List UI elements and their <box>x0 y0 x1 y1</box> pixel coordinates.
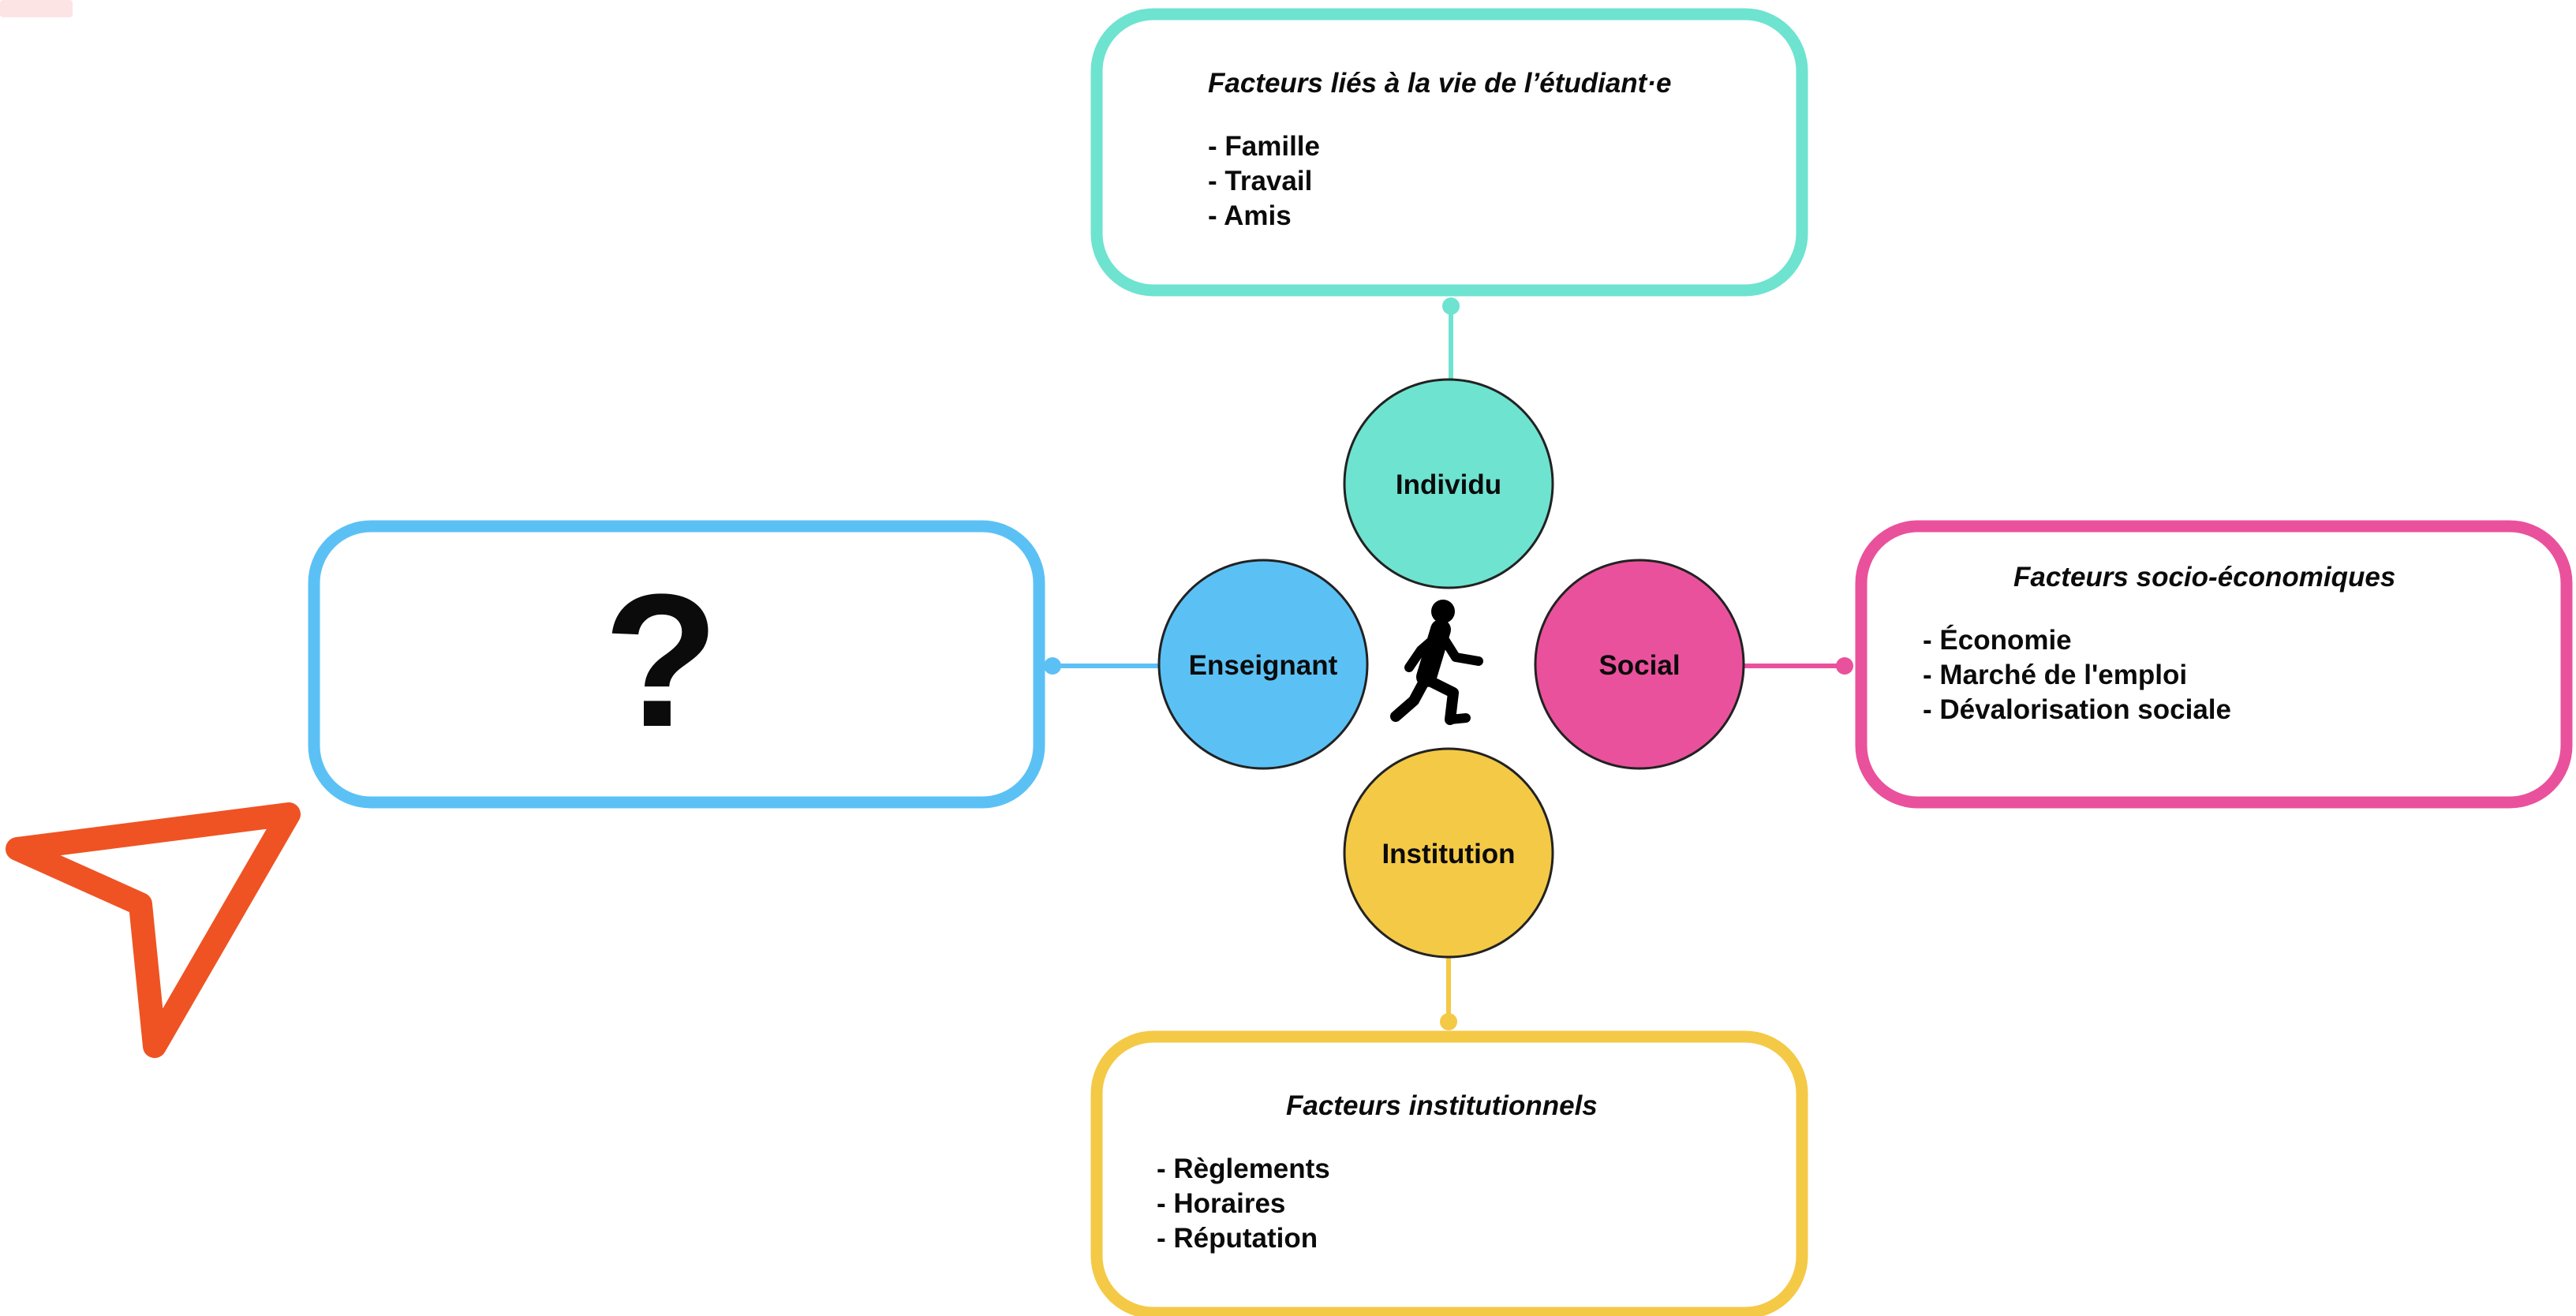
node-social-label: Social <box>1598 650 1680 681</box>
list-item: - Règlements <box>1157 1153 1330 1184</box>
box-left-frame <box>308 520 1045 809</box>
connector-top-dot <box>1442 297 1460 315</box>
box-top-heading: Facteurs liés à la vie de l’étudiant·e <box>1208 68 1672 99</box>
list-item: - Horaires <box>1157 1188 1286 1219</box>
list-item: - Économie <box>1923 625 2072 656</box>
list-item: - Marché de l'emploi <box>1923 660 2188 690</box>
question-mark: ? <box>604 555 720 766</box>
list-item: - Famille <box>1208 131 1320 162</box>
list-item: - Travail <box>1208 166 1313 196</box>
box-bottom-heading: Facteurs institutionnels <box>1286 1090 1598 1121</box>
box-right-heading: Facteurs socio-économiques <box>2013 562 2396 593</box>
node-enseignant-circle <box>1157 559 1369 770</box>
node-individu-label: Individu <box>1396 469 1501 500</box>
node-enseignant-label: Enseignant <box>1189 650 1338 681</box>
list-item: - Réputation <box>1157 1223 1318 1254</box>
connector-left-dot <box>1044 657 1061 675</box>
node-individu-circle <box>1343 378 1554 589</box>
box-right-list: - Économie - Marché de l'emploi - Dévalo… <box>1923 623 2395 727</box>
node-institution-label: Institution <box>1381 839 1515 869</box>
cursor-arrow-icon <box>6 802 301 1058</box>
running-person-icon <box>1390 600 1483 725</box>
list-item: - Amis <box>1208 200 1292 231</box>
box-bottom-text: Facteurs institutionnels - Règlements - … <box>1157 1089 1598 1256</box>
node-institution-circle <box>1343 747 1554 959</box>
box-bottom-list: - Règlements - Horaires - Réputation <box>1157 1152 1598 1256</box>
connector-bottom-dot <box>1440 1013 1457 1030</box>
node-social-circle <box>1534 559 1745 770</box>
box-bottom-frame <box>1090 1030 1808 1316</box>
box-top-text: Facteurs liés à la vie de l’étudiant·e -… <box>1208 66 1671 234</box>
connector-right-dot <box>1836 657 1853 675</box>
box-top-list: - Famille - Travail - Amis <box>1208 129 1671 234</box>
box-top-frame <box>1090 8 1808 297</box>
box-right-text: Facteurs socio-économiques - Économie - … <box>1923 560 2395 727</box>
list-item: - Dévalorisation sociale <box>1923 694 2231 725</box>
box-right-frame <box>1855 520 2573 809</box>
corner-mark <box>0 0 73 17</box>
